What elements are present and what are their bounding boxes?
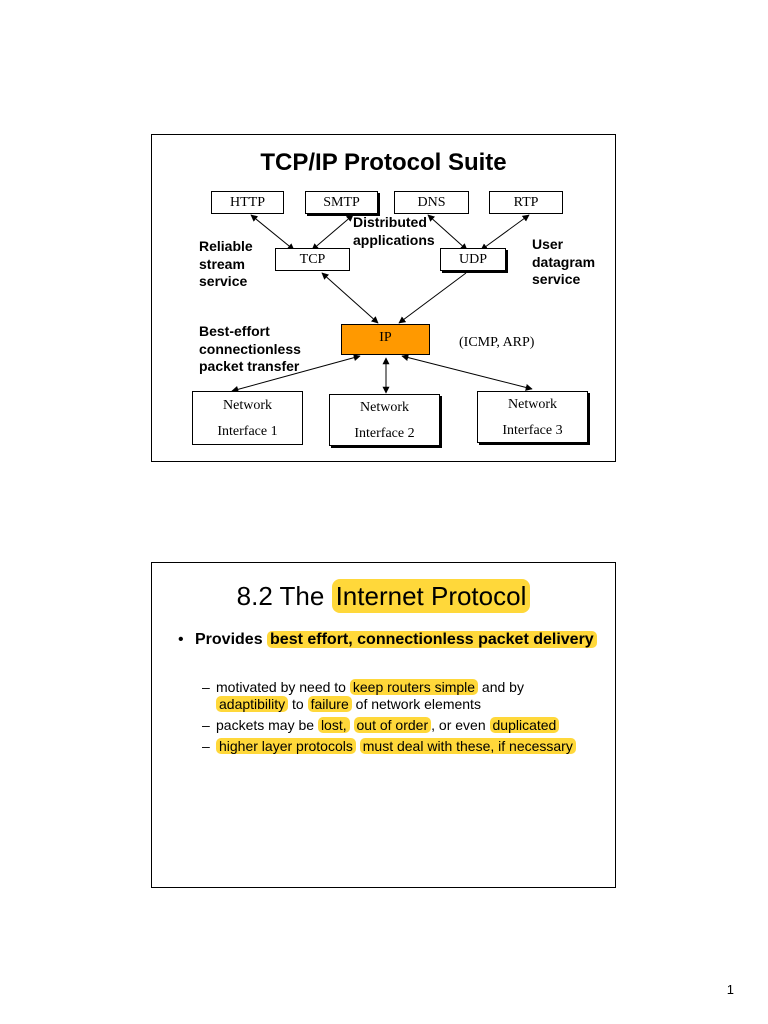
text [350,717,354,733]
arrow-http-tcp [250,214,295,251]
app-box-smtp: SMTP [305,191,378,214]
arrow-udp-ip [398,272,467,324]
text: packets may be [216,717,318,733]
ni2-line1: Network [360,400,409,415]
ip-box: IP [341,324,430,355]
ni2-line2: Interface 2 [354,426,415,441]
reliable-line2: stream [199,255,245,272]
icmp-arp-label: (ICMP, ARP) [459,335,535,350]
arrow-ip-net1 [231,354,361,393]
best-effort-line1: Best-effort [199,323,270,339]
sub-bullet-2: – packets may be lost, out of order, or … [202,717,597,734]
bullet-highlight: best effort, connectionless packet deliv… [267,631,597,648]
udp-box: UDP [440,248,506,271]
arrow-dns-udp [427,214,468,251]
highlight: adaptibility [216,696,289,712]
main-bullet: • Provides best effort, connectionless p… [178,629,598,651]
text: , or even [431,717,490,733]
title-prefix: 8.2 The [236,581,332,611]
slide-tcpip-protocol-suite: TCP/IP Protocol Suite HTTP SMTP DNS RTP … [151,134,616,462]
app-box-dns: DNS [394,191,469,214]
best-effort-label: Best-effort connectionless packet transf… [199,323,301,376]
dash: – [202,717,210,733]
user-line2: datagram [532,253,596,270]
app-box-rtp: RTP [489,191,563,214]
network-interface-2: Network Interface 2 [329,394,440,446]
diagram-arrows [231,214,533,394]
reliable-stream-label: Reliable stream service [199,238,253,291]
tcp-box: TCP [275,248,350,271]
highlight: keep routers simple [349,679,479,695]
highlight: higher layer protocols [216,738,356,754]
bullet-dot: • [178,631,184,648]
text: of network elements [351,696,481,712]
arrow-tcp-ip [321,272,379,324]
text: motivated by need to [216,679,350,695]
text: and by [478,679,524,695]
highlight: duplicated [489,717,560,733]
user-line3: service [532,271,581,287]
best-effort-line3: packet transfer [199,358,300,374]
ni1-line2: Interface 1 [217,424,278,439]
arrow-smtp-tcp [311,214,354,251]
distributed-label-line2: applications [353,231,435,248]
dash: – [202,679,210,695]
highlight: must deal with these, if necessary [359,738,576,754]
ni3-line2: Interface 3 [502,423,563,438]
dash: – [202,738,210,754]
sub-bullet-1: – motivated by need to keep routers simp… [202,679,597,713]
user-line1: User [532,236,564,252]
distributed-apps-label: Distributed applications [353,214,435,249]
reliable-line3: service [199,273,248,289]
title-highlight: Internet Protocol [331,579,531,613]
ni3-line1: Network [508,397,557,412]
reliable-line1: Reliable [199,238,253,254]
text: to [288,696,308,712]
ni1-line1: Network [223,398,272,413]
highlight: failure [307,696,352,712]
network-interface-3: Network Interface 3 [477,391,588,443]
slide-title: TCP/IP Protocol Suite [260,149,507,176]
arrow-rtp-udp [480,214,530,251]
bullet-prefix: Provides [195,631,268,648]
distributed-label-line1: Distributed [353,214,427,230]
app-box-http: HTTP [211,191,284,214]
network-interface-1: Network Interface 1 [192,391,303,445]
slide-internet-protocol: 8.2 The Internet Protocol • Provides bes… [151,562,616,888]
user-datagram-label: User datagram service [532,236,595,289]
highlight: lost, [317,717,350,733]
page-number: 1 [726,982,734,997]
highlight: out of order [353,717,432,733]
best-effort-line2: connectionless [199,340,301,357]
slide-title: 8.2 The Internet Protocol [152,579,615,613]
arrow-ip-net3 [401,354,533,391]
sub-bullet-3: – higher layer protocols must deal with … [202,738,597,755]
